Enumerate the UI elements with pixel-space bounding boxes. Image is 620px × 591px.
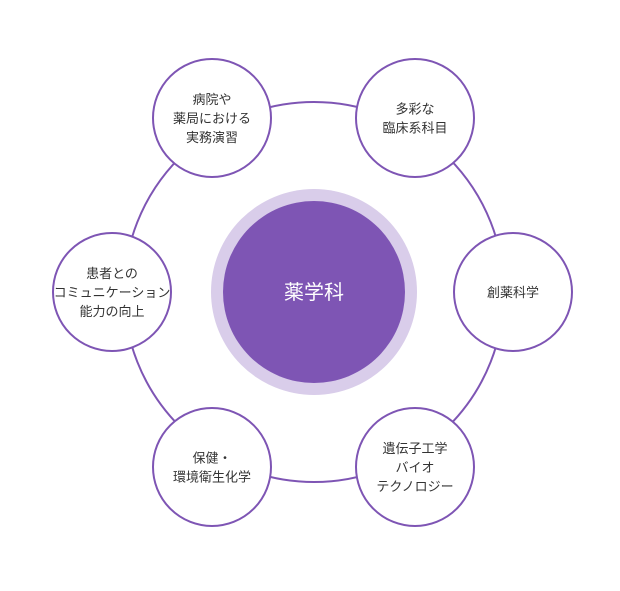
node-circle	[52, 232, 172, 352]
node-label-line: 臨床系科目	[382, 122, 447, 137]
node-circle	[152, 407, 272, 527]
node-label-line: 薬局における	[173, 112, 251, 127]
node-label-line: 環境衛生化学	[173, 470, 251, 486]
node-circle	[453, 232, 573, 352]
node-label-line: 保健・	[192, 452, 231, 467]
node-label-line: 創薬科学	[487, 285, 539, 301]
node-circle	[355, 407, 475, 527]
node-label-line: バイオ	[395, 461, 434, 476]
node-label-line: 実務演習	[186, 130, 238, 146]
node-label-line: 能力の向上	[79, 304, 144, 320]
center-circle	[223, 201, 405, 383]
center-label: 薬学科	[284, 280, 344, 304]
node-health-env: 保健・環境衛生化学	[152, 407, 272, 527]
node-circle	[355, 58, 475, 178]
node-circle	[152, 58, 272, 178]
node-label-line: 病院や	[192, 93, 231, 108]
node-label-line: テクノロジー	[376, 480, 453, 495]
node-label-line: 患者との	[86, 267, 138, 282]
node-label-line: コミュニケーション	[54, 286, 171, 301]
nodes-layer: 多彩な臨床系科目創薬科学遺伝子工学バイオテクノロジー保健・環境衛生化学患者とのコ…	[52, 58, 573, 527]
node-drug-discovery: 創薬科学	[453, 232, 573, 352]
node-label-line: 多彩な	[395, 102, 434, 118]
node-label-line: 遺伝子工学	[382, 441, 447, 457]
